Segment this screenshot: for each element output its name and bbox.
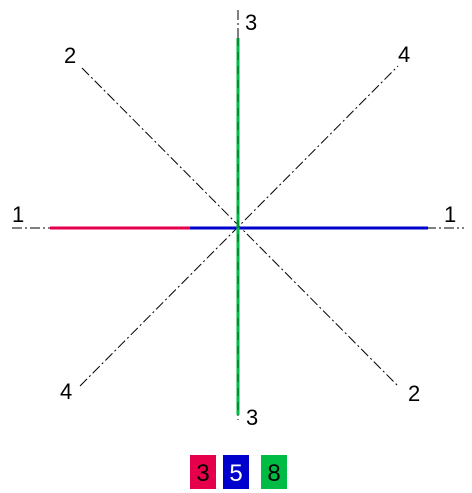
axis-4-top-label: 4 (398, 42, 410, 67)
legend-swatch-8 (261, 455, 287, 489)
axis-labels: 1 1 2 2 3 3 4 4 (12, 10, 456, 430)
legend-label-8: 8 (267, 460, 280, 487)
axis-1-right-label: 1 (444, 202, 456, 227)
axis-3-bottom-label: 3 (246, 405, 258, 430)
colored-segments (50, 38, 428, 415)
axis-1-left-label: 1 (12, 202, 24, 227)
legend: 3 5 8 (190, 455, 287, 489)
legend-item-5: 5 (223, 455, 249, 489)
legend-label-5: 5 (229, 460, 242, 487)
legend-swatch-3 (190, 455, 216, 489)
axis-2-bottom-label: 2 (408, 381, 420, 406)
axis-4-bottom-label: 4 (60, 379, 72, 404)
legend-swatch-5 (223, 455, 249, 489)
legend-item-8: 8 (261, 455, 287, 489)
legend-label-3: 3 (196, 460, 209, 487)
legend-item-3: 3 (190, 455, 216, 489)
axis-2-top-label: 2 (64, 43, 76, 68)
axis-3-top-label: 3 (245, 10, 257, 35)
